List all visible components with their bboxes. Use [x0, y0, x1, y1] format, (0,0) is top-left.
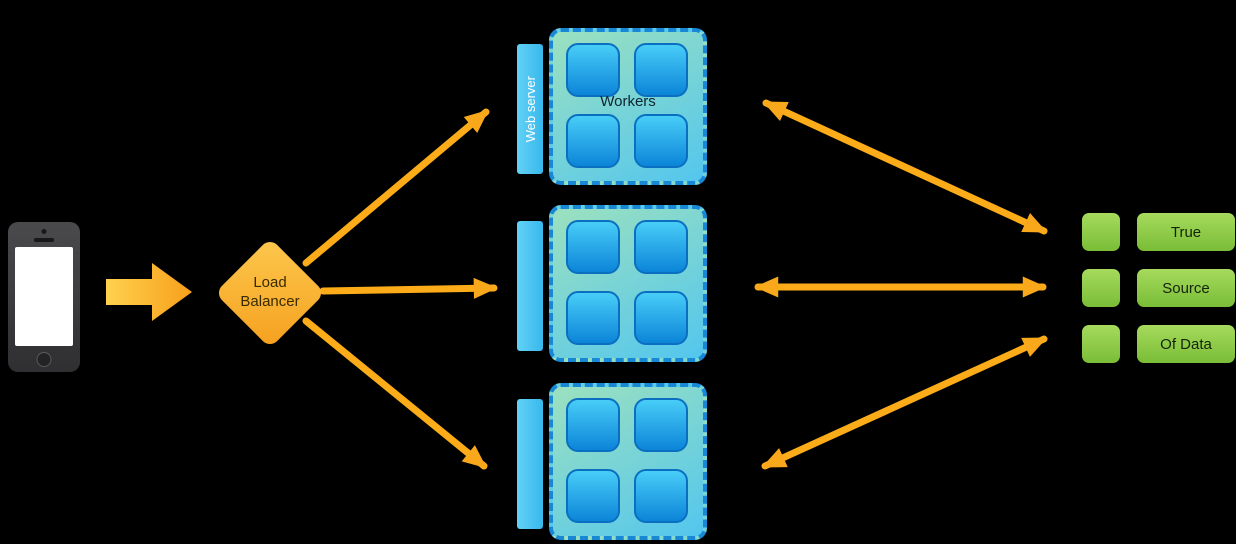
phone-screen	[15, 247, 73, 346]
load-balancer-node: Load Balancer	[214, 237, 326, 349]
phone-speaker-slot	[34, 238, 54, 242]
datasource-row: Of Data	[1082, 325, 1235, 363]
datasource-label: True	[1137, 213, 1235, 251]
web-server-bar	[517, 221, 543, 351]
load-balancer-label: Load Balancer	[240, 274, 300, 310]
webserver1-datasource-arrow	[762, 99, 1048, 235]
phone-camera-dot	[41, 229, 47, 234]
datasource-row: Source	[1082, 269, 1235, 307]
worker-node	[634, 114, 688, 168]
lb-to-webserver1-arrow	[302, 108, 490, 267]
worker-node	[634, 43, 688, 97]
web-server-bar	[517, 399, 543, 529]
datasource-square	[1082, 213, 1120, 251]
worker-node	[634, 469, 688, 523]
worker-node	[634, 398, 688, 452]
datasource-label: Of Data	[1137, 325, 1235, 363]
worker-node	[566, 398, 620, 452]
worker-node	[634, 220, 688, 274]
client-to-load-balancer-arrow	[106, 263, 192, 321]
lb-to-webserver2-arrow	[319, 277, 498, 299]
worker-node	[566, 469, 620, 523]
worker-node	[566, 220, 620, 274]
datasource-label: Source	[1137, 269, 1235, 307]
web-server-label: Web server	[522, 75, 538, 143]
web-server-bar: Web server	[517, 44, 543, 174]
lb-to-webserver3-arrow	[302, 317, 488, 470]
worker-node	[566, 114, 620, 168]
worker-node	[566, 43, 620, 97]
web-server-group-3	[517, 383, 707, 540]
workers-label: Workers	[600, 93, 656, 110]
worker-node	[634, 291, 688, 345]
datasource-square	[1082, 325, 1120, 363]
phone-home-button	[36, 352, 52, 367]
workers-box	[549, 383, 707, 540]
workers-box	[549, 205, 707, 362]
workers-box: Workers	[549, 28, 707, 185]
web-server-group-1: Web server Workers	[517, 28, 707, 185]
smartphone-icon	[8, 222, 80, 372]
web-server-group-2	[517, 205, 707, 362]
datasource-row: True	[1082, 213, 1235, 251]
datasource-square	[1082, 269, 1120, 307]
webserver3-datasource-arrow	[761, 335, 1048, 470]
worker-node	[566, 291, 620, 345]
